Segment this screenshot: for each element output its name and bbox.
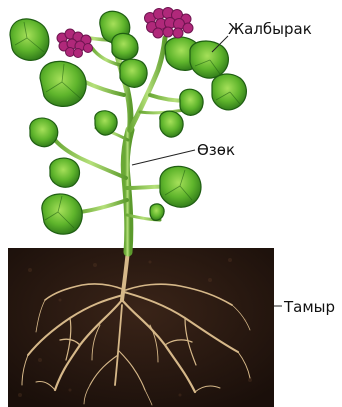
root-label: Тамыр <box>284 298 335 316</box>
soil <box>8 248 274 407</box>
leaf-label: Жалбырак <box>228 20 312 38</box>
stem-label: Өзөк <box>197 141 235 159</box>
stem-pointer <box>132 150 195 165</box>
flower-right <box>145 8 194 39</box>
flower-left <box>57 29 93 58</box>
